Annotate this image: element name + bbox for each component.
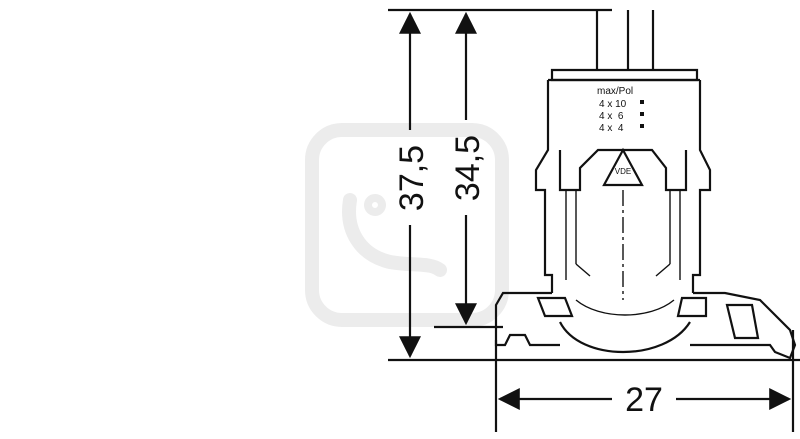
reference-lines bbox=[388, 8, 800, 362]
rating-label: max/Pol 4 x 10 4 x 6 4 x 4 bbox=[597, 86, 644, 134]
height-inner-label: 34,5 bbox=[449, 135, 487, 201]
rating-row-3: 4 x 4 bbox=[599, 123, 624, 134]
rating-header: max/Pol bbox=[597, 86, 633, 97]
rating-row-1: 4 x 10 bbox=[599, 99, 627, 110]
rating-square-icon bbox=[640, 112, 644, 116]
rating-row-2: 4 x 6 bbox=[599, 111, 624, 122]
rating-square-icon bbox=[640, 100, 644, 104]
terminal-block-outline bbox=[494, 10, 797, 360]
rating-square-icon bbox=[640, 124, 644, 128]
dimension-width: 27 bbox=[494, 330, 795, 432]
dimension-height-total: 37,5 bbox=[393, 11, 431, 359]
height-total-label: 37,5 bbox=[393, 145, 431, 211]
watermark-logo bbox=[305, 123, 509, 327]
width-label: 27 bbox=[625, 381, 663, 419]
vde-mark-text: VDE bbox=[615, 167, 631, 176]
dimension-height-inner: 34,5 bbox=[449, 11, 487, 326]
vde-mark-icon: VDE bbox=[602, 147, 644, 187]
